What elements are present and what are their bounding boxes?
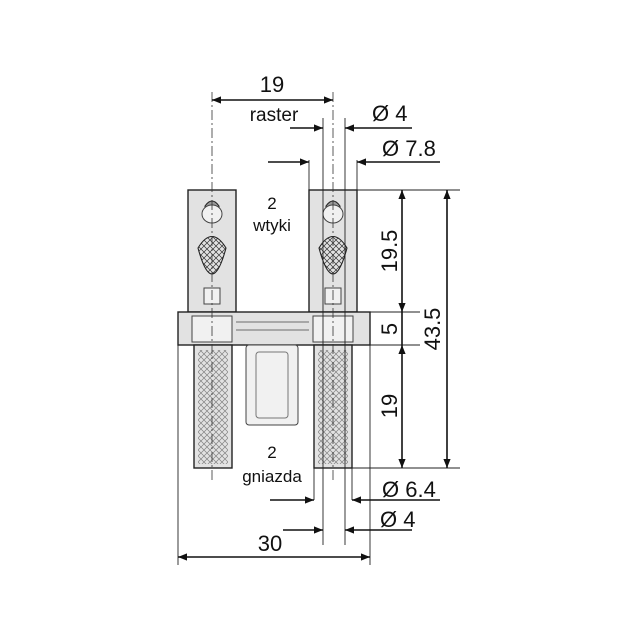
dimension-labels: 19 raster Ø 4 Ø 7.8 2 wtyki 19.5 5 43.5 … [242, 72, 445, 556]
plugs-word-label: wtyki [252, 216, 291, 235]
sockets-word-label: gniazda [242, 467, 302, 486]
sockets-count-label: 2 [267, 443, 276, 462]
raster-word-label: raster [250, 105, 299, 126]
handle-tab [245, 344, 299, 426]
total-height-label: 43.5 [420, 308, 445, 351]
plugs-count-label: 2 [267, 194, 276, 213]
socket-diameter-label: Ø 6.4 [382, 477, 436, 502]
plug-diameter-label: Ø 7.8 [382, 136, 436, 161]
connector-assembly [177, 92, 371, 480]
pin-diameter-bottom-label: Ø 4 [380, 507, 415, 532]
socket-height-label: 19 [377, 394, 402, 418]
left-socket [193, 344, 233, 469]
bridge-height-label: 5 [377, 323, 402, 335]
pin-diameter-top-label: Ø 4 [372, 101, 407, 126]
raster-value-label: 19 [260, 72, 284, 97]
dimension-lines [178, 96, 451, 561]
extension-lines [177, 118, 460, 565]
total-width-label: 30 [258, 531, 282, 556]
plug-height-label: 19.5 [377, 230, 402, 273]
